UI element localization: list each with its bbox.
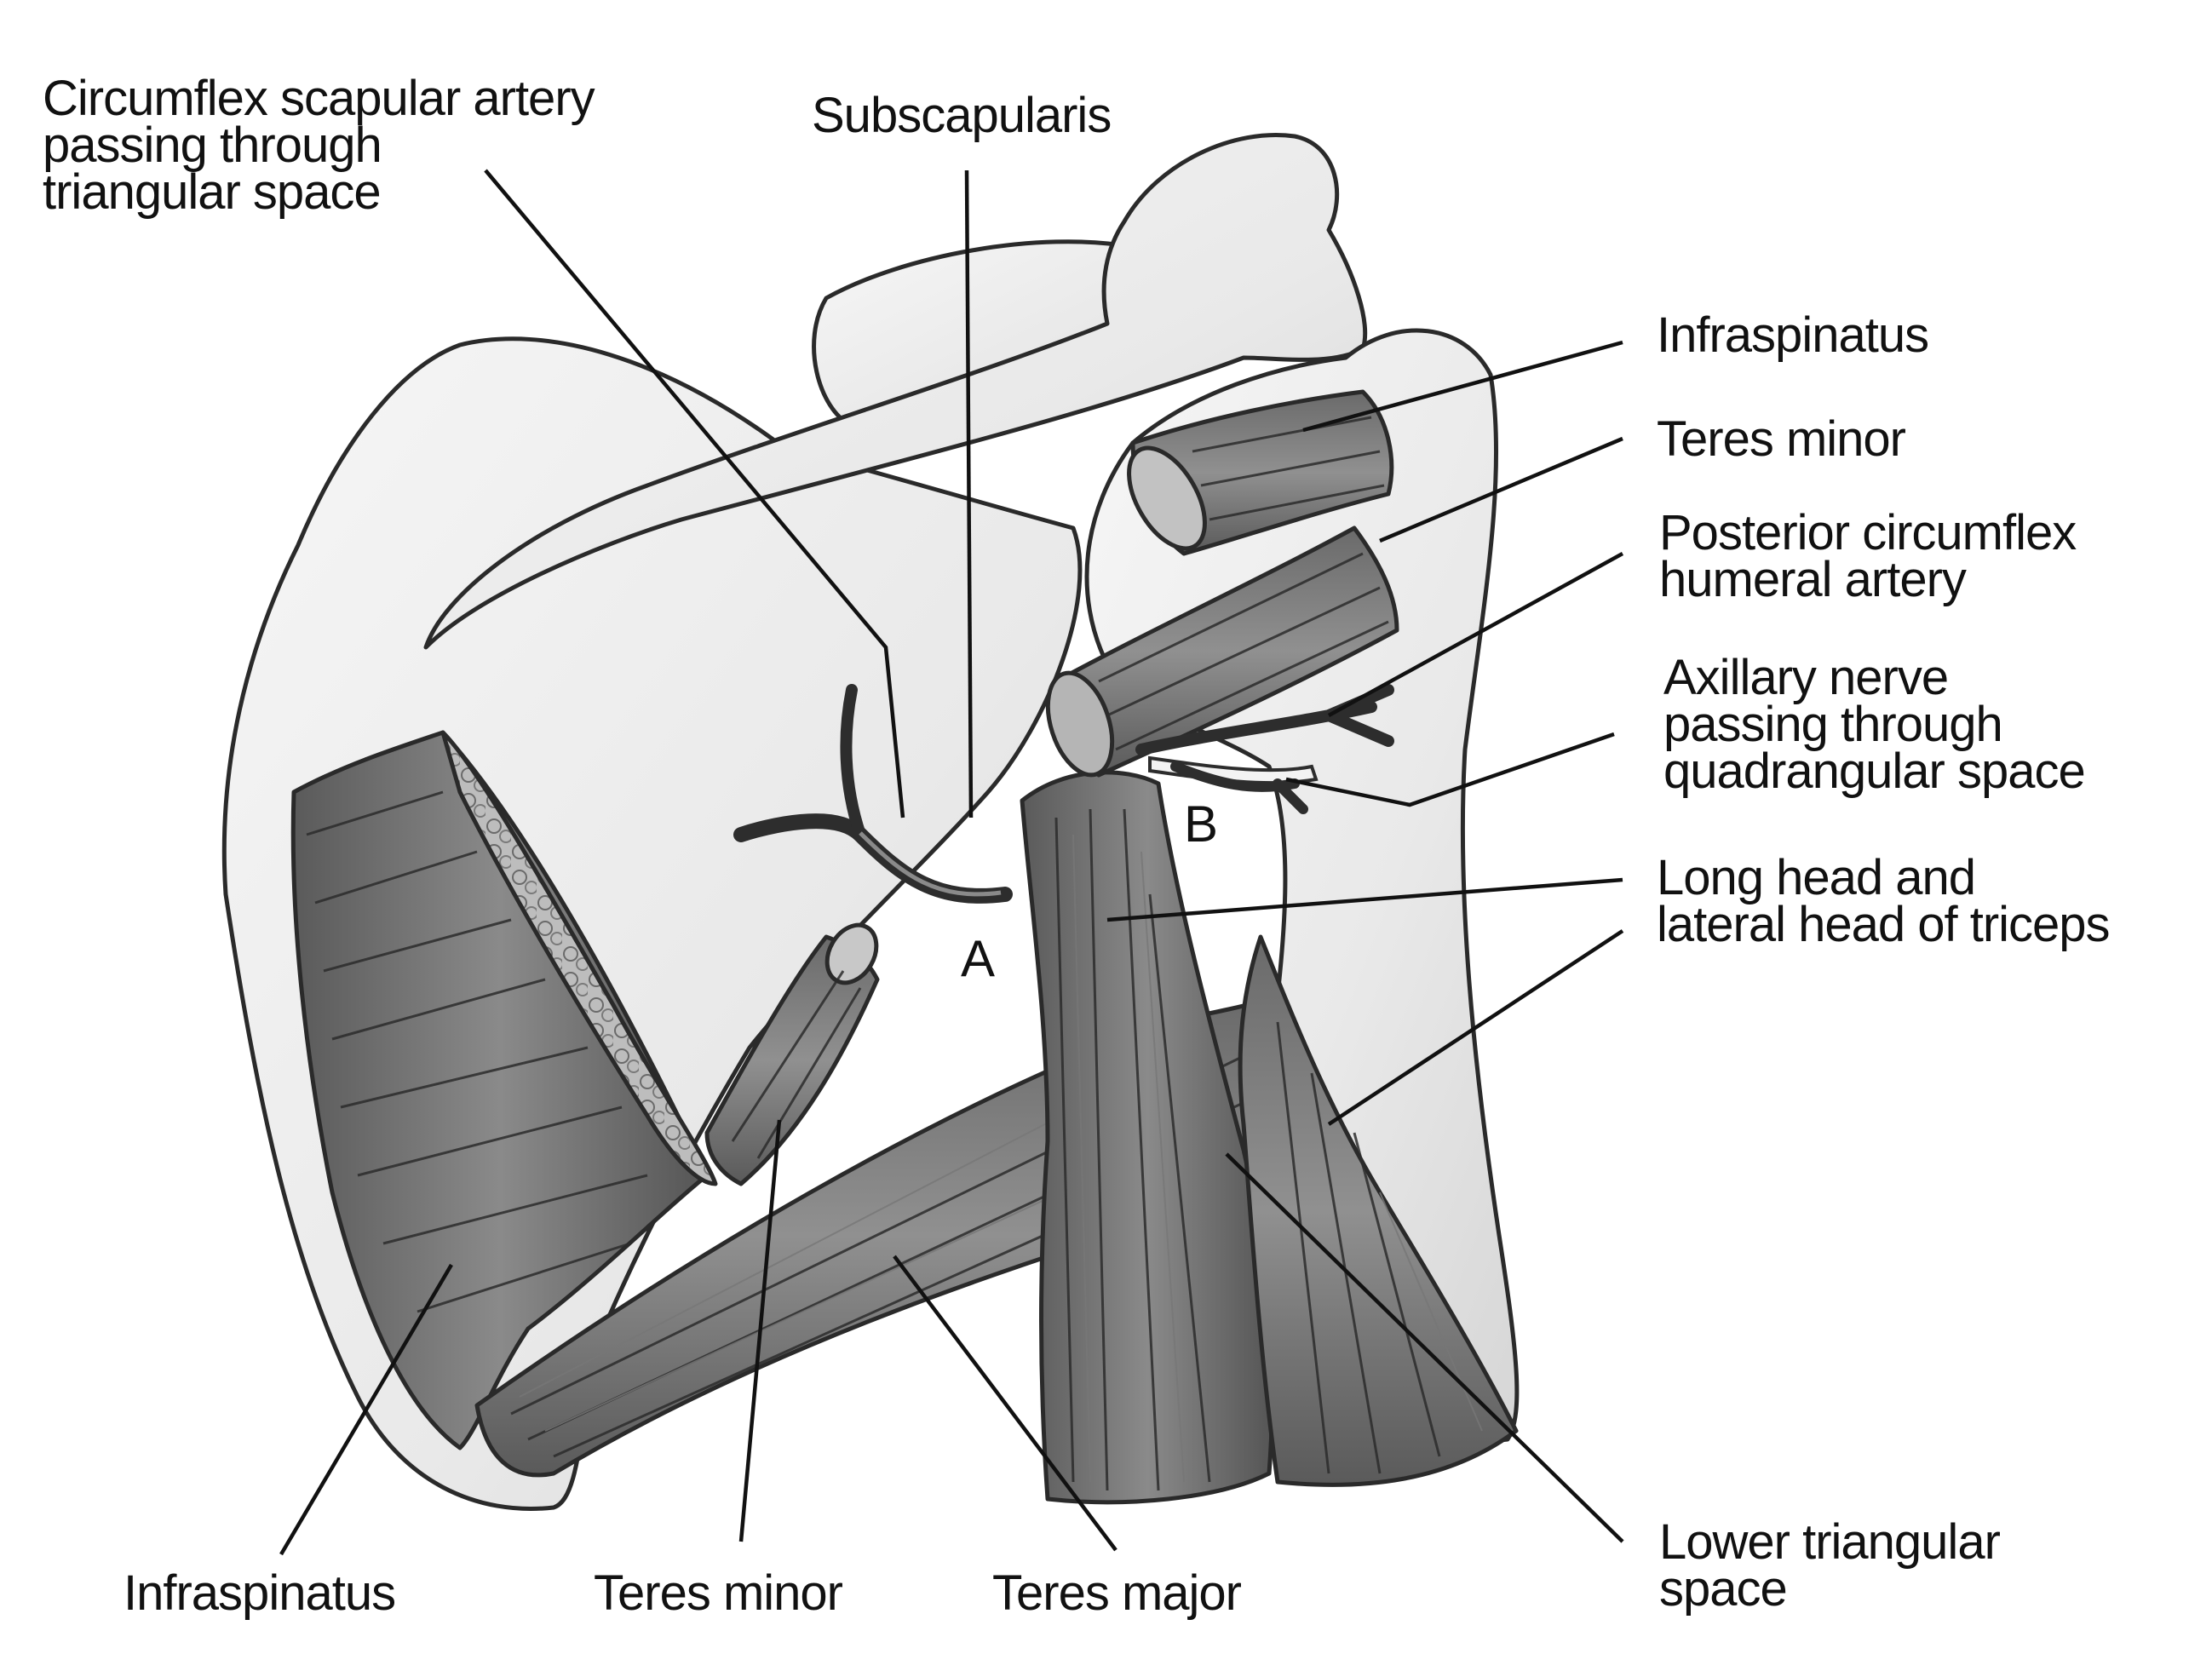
leader-lines — [279, 169, 1624, 1556]
infraspinatus-cut — [440, 730, 718, 1186]
label-axillary-nerve-1: Axillary nerve — [1663, 650, 1948, 705]
label-teres-major-bottom: Teres major — [992, 1565, 1242, 1621]
label-axillary-nerve-3: quadrangular space — [1663, 744, 2085, 799]
muscles — [290, 389, 1519, 1505]
label-posterior-circumflex-2: humeral artery — [1659, 552, 1967, 607]
label-axillary-nerve-2: passing through — [1663, 697, 2002, 752]
vessels — [733, 684, 1394, 904]
label-lower-triangular-1: Lower triangular — [1659, 1514, 2001, 1570]
label-teres-minor-bottom: Teres minor — [594, 1565, 843, 1621]
scapular-spine — [423, 133, 1368, 650]
teres-minor-lower-muscle — [704, 922, 880, 1186]
infraspinatus-upper-cut — [1127, 445, 1207, 551]
label-circumflex-scapular-1: Circumflex scapular artery — [43, 71, 595, 126]
leader-teres-major-bottom — [893, 1255, 1117, 1552]
leader-infraspinatus-right — [1302, 340, 1623, 433]
infraspinatus-muscle — [290, 730, 718, 1450]
leader-lower-triangular — [1225, 1152, 1624, 1543]
leader-triceps — [1106, 877, 1623, 922]
leader-triceps-lateral — [1327, 929, 1624, 1126]
label-triceps-1: Long head and — [1657, 850, 1975, 905]
leader-circumflex-scapular — [484, 169, 905, 818]
triceps-long-head-muscle — [1020, 770, 1275, 1505]
label-space-b: B — [1184, 795, 1218, 853]
label-infraspinatus-bottom: Infraspinatus — [124, 1565, 395, 1621]
label-posterior-circumflex-1: Posterior circumflex — [1659, 505, 2077, 560]
leader-teres-minor-right — [1379, 436, 1623, 543]
infraspinatus-upper-muscle — [1127, 389, 1394, 556]
label-space-a: A — [961, 930, 995, 987]
leader-posterior-circumflex — [1327, 552, 1624, 717]
leader-infraspinatus-bottom — [279, 1263, 453, 1556]
label-circumflex-scapular-2: passing through — [43, 118, 382, 173]
label-teres-minor-right: Teres minor — [1657, 411, 1906, 467]
teres-minor-upper-muscle — [1045, 525, 1399, 778]
label-triceps-2: lateral head of triceps — [1657, 897, 2110, 952]
label-lower-triangular-2: space — [1659, 1561, 1787, 1617]
label-subscapularis: Subscapularis — [812, 88, 1111, 143]
label-infraspinatus-right: Infraspinatus — [1657, 307, 1928, 363]
leader-subscapularis — [964, 169, 974, 818]
leader-teres-minor-bottom — [738, 1119, 782, 1542]
label-circumflex-scapular-3: triangular space — [43, 164, 381, 220]
leader-axillary-nerve — [1285, 732, 1615, 807]
labels: Circumflex scapular artery passing throu… — [43, 71, 2111, 1621]
